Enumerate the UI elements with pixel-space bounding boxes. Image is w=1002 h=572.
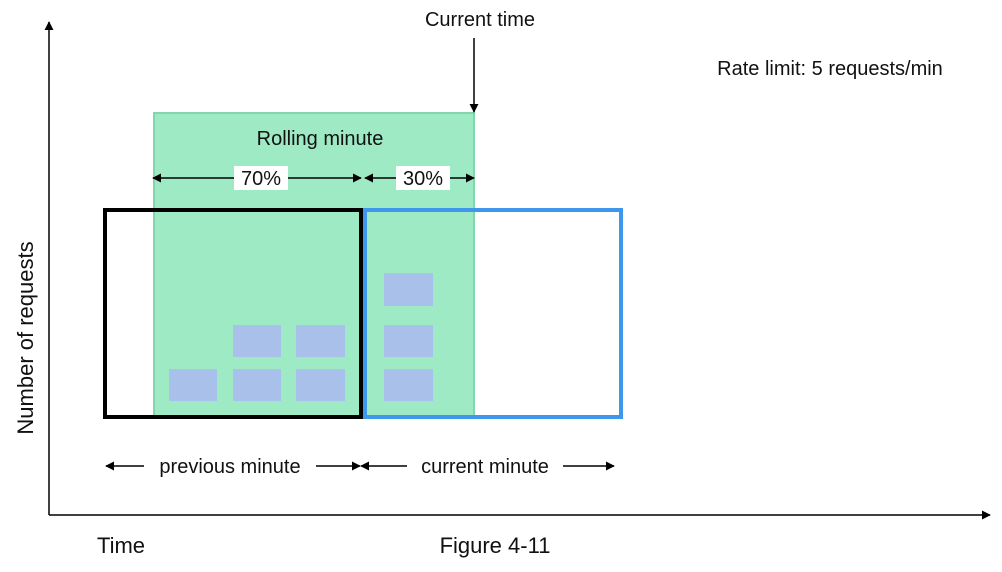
previous-minute-label: previous minute bbox=[159, 456, 300, 478]
previous-minute-label-bg bbox=[144, 453, 316, 479]
rate-limit-label: Rate limit: 5 requests/min bbox=[717, 58, 943, 80]
x-axis-label: Time bbox=[97, 533, 145, 558]
pct-previous-label-bg bbox=[234, 166, 288, 190]
request-block bbox=[384, 325, 433, 357]
pct-current-label: 30% bbox=[403, 168, 443, 190]
current-minute-window bbox=[363, 208, 623, 419]
figure-caption: Figure 4-11 bbox=[440, 533, 551, 558]
request-block bbox=[384, 273, 433, 306]
rolling-minute-label: Rolling minute bbox=[257, 128, 384, 150]
request-block bbox=[169, 369, 217, 401]
request-block bbox=[296, 369, 345, 401]
current-time-label: Current time bbox=[425, 9, 535, 31]
request-block bbox=[233, 369, 281, 401]
request-block bbox=[233, 325, 281, 357]
request-block bbox=[296, 325, 345, 357]
current-minute-label: current minute bbox=[421, 456, 549, 478]
current-minute-label-bg bbox=[407, 453, 563, 479]
pct-previous-label: 70% bbox=[241, 168, 281, 190]
y-axis-label: Number of requests bbox=[13, 241, 38, 434]
pct-current-label-bg bbox=[396, 166, 450, 190]
previous-minute-window bbox=[103, 208, 363, 419]
rolling-minute-window bbox=[153, 112, 475, 418]
request-block bbox=[384, 369, 433, 401]
